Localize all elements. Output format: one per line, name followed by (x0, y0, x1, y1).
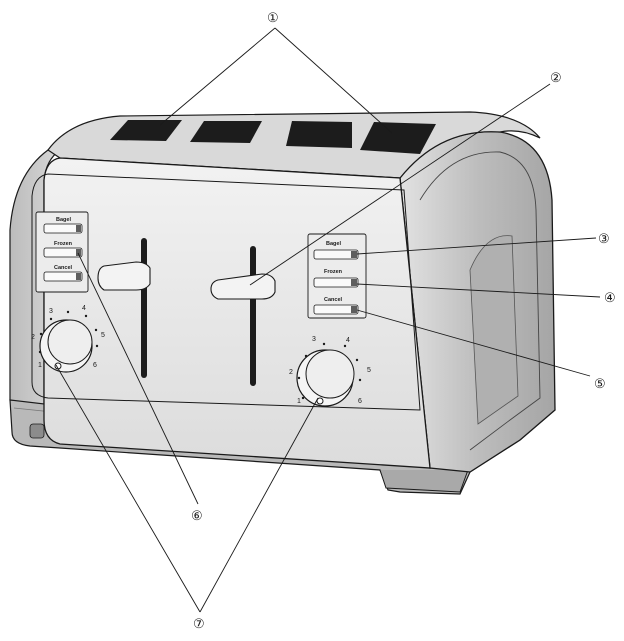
right-dial-number-2: 2 (289, 369, 293, 376)
left-frozen-label: Frozen (54, 241, 73, 247)
callouts: ① ② ③ ④ ⑤ ⑥ ⑦ (191, 10, 616, 631)
right-frozen-label: Frozen (324, 269, 343, 275)
left-dial-number-1: 1 (38, 362, 42, 369)
right-cancel-indicator (351, 306, 357, 313)
bread-slot-3 (286, 121, 352, 148)
right-cancel-label: Cancel (324, 297, 343, 303)
left-control-panel: Bagel Frozen Cancel (35, 211, 89, 293)
callout-2: ② (550, 70, 562, 85)
right-dial-number-4: 4 (346, 337, 350, 344)
left-dial-number-6: 6 (93, 362, 97, 369)
left-frozen-button[interactable] (43, 247, 83, 258)
right-frozen-indicator (351, 279, 357, 286)
left-frozen-indicator (76, 249, 81, 256)
callout-4: ④ (604, 290, 616, 305)
bread-slot-2 (190, 121, 262, 143)
left-dial-number-2: 2 (31, 334, 35, 341)
left-cancel-label: Cancel (54, 265, 73, 271)
right-control-panel: Bagel Frozen Cancel (307, 233, 367, 319)
left-end-cap (9, 149, 62, 405)
right-dial-number-5: 5 (367, 367, 371, 374)
left-bagel-button[interactable] (43, 223, 83, 234)
left-dial-number-4: 4 (82, 305, 86, 312)
left-dial-number-3: 3 (49, 308, 53, 315)
bread-slots (110, 120, 436, 154)
left-cancel-button[interactable] (43, 271, 83, 282)
callout-7: ⑦ (193, 616, 205, 631)
bread-slot-4 (360, 122, 436, 154)
right-dial-pointer (316, 397, 324, 405)
right-dial-number-6: 6 (358, 398, 362, 405)
left-bagel-indicator (76, 225, 81, 232)
right-dial-number-1: 1 (297, 398, 301, 405)
left-shade-dial[interactable]: 1 2 3 4 5 6 (31, 305, 105, 373)
left-dial-number-5: 5 (101, 332, 105, 339)
callout-6: ⑥ (191, 508, 203, 523)
left-bagel-label: Bagel (56, 217, 71, 223)
leader-lines (55, 27, 601, 613)
lever-right[interactable] (210, 246, 276, 386)
lever-left[interactable] (97, 238, 151, 378)
callout-3: ③ (598, 231, 610, 246)
bread-slot-1 (110, 120, 182, 141)
right-cancel-button[interactable] (313, 304, 359, 315)
right-shade-dial[interactable]: 1 2 3 4 5 6 (289, 336, 371, 407)
left-cancel-indicator (76, 273, 81, 280)
right-dial-number-3: 3 (312, 336, 316, 343)
callout-1: ① (267, 10, 279, 25)
right-bagel-button[interactable] (313, 249, 359, 260)
right-bagel-label: Bagel (326, 241, 341, 247)
right-frozen-button[interactable] (313, 277, 359, 288)
callout-5: ⑤ (594, 376, 606, 391)
right-bagel-indicator (351, 251, 357, 258)
